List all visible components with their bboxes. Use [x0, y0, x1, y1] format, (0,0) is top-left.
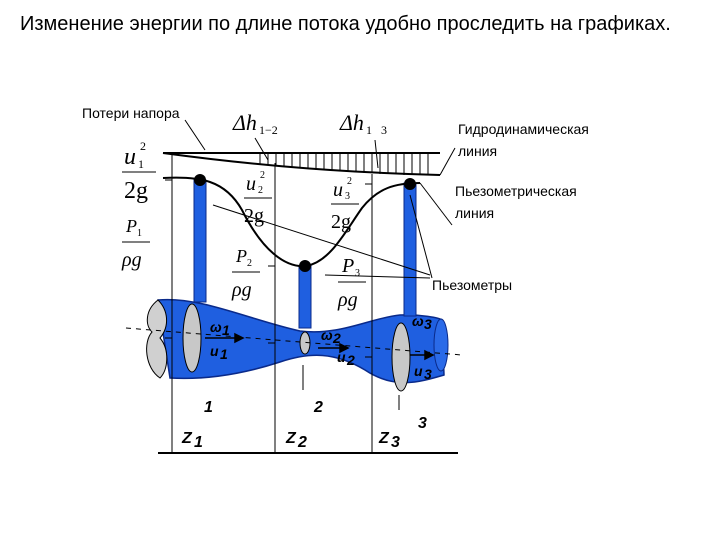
energy-point-3 — [404, 178, 416, 190]
z3-sub: 3 — [391, 434, 400, 451]
u2-label: u — [246, 173, 256, 195]
section-ellipse-3 — [391, 322, 411, 392]
u2-flow-sub: 2 — [346, 352, 355, 368]
two-g-1: 2g — [124, 178, 148, 204]
omega1-sub: 1 — [222, 322, 230, 338]
head-loss-label: Потери напора — [82, 105, 180, 121]
leader-lines — [184, 119, 456, 279]
u1-flow-sub: 1 — [220, 346, 228, 362]
u1-sq: 2 — [140, 139, 146, 153]
section-3-label: 3 — [418, 415, 427, 432]
rho-g-3: ρg — [337, 289, 358, 311]
p2-label: P — [235, 246, 247, 266]
section-2-label: 2 — [313, 399, 323, 416]
dh13-sub2: 3 — [381, 123, 387, 137]
rho-g-2: ρg — [231, 279, 252, 301]
energy-point-2 — [299, 260, 311, 272]
two-g-3: 2g — [331, 211, 351, 233]
omega2-sub: 2 — [332, 330, 341, 346]
two-g-2: 2g — [244, 205, 264, 227]
piezometer-1 — [193, 179, 207, 303]
hydrodynamic-label-1: Гидродинамическая — [458, 121, 589, 137]
piezometric-label-2: линия — [455, 205, 494, 221]
u2-sub: 2 — [258, 185, 263, 196]
piezometric-label-1: Пьезометрическая — [455, 183, 577, 199]
head-loss-hatching — [259, 153, 429, 175]
piezometers-label: Пьезометры — [432, 277, 512, 293]
p1-label: P — [125, 216, 137, 236]
dh12-label: Δh — [232, 110, 257, 135]
hydrodynamic-label-2: линия — [458, 143, 497, 159]
omega3-sub: 3 — [424, 316, 432, 332]
dh12-sub: 1−2 — [259, 123, 278, 137]
caption: Изменение энергии по длине потока удобно… — [20, 13, 671, 35]
u3-flow-label: u — [414, 363, 423, 379]
dh13-sub1: 1 — [366, 123, 372, 137]
u3-sub: 3 — [345, 191, 350, 202]
pipe-inlet — [146, 299, 168, 379]
omega1-label: ω — [210, 319, 222, 335]
u2-sq: 2 — [260, 170, 265, 181]
z1-label: Z — [181, 430, 193, 447]
rho-g-1: ρg — [121, 249, 142, 271]
u2-flow-label: u — [337, 349, 346, 365]
hydrodynamic-line — [162, 152, 441, 176]
piezometer-3 — [403, 182, 417, 317]
z2-sub: 2 — [297, 434, 307, 451]
p1-sub: 1 — [137, 228, 142, 239]
u1-flow-label: u — [210, 343, 219, 359]
p3-sub: 3 — [355, 268, 360, 279]
u3-sq: 2 — [347, 176, 352, 187]
omega3-label: ω — [412, 313, 424, 329]
p2-sub: 2 — [247, 258, 252, 269]
u3-label: u — [333, 179, 343, 201]
u1-sub: 1 — [138, 157, 144, 171]
z3-label: Z — [378, 430, 390, 447]
z2-label: Z — [285, 430, 297, 447]
dh13-label: Δh — [339, 110, 364, 135]
omega2-label: ω — [321, 327, 333, 343]
section-ellipse-1 — [182, 303, 202, 373]
energy-point-1 — [194, 174, 206, 186]
u3-flow-sub: 3 — [424, 366, 432, 382]
flow-arrows — [205, 332, 435, 361]
z1-sub: 1 — [194, 434, 203, 451]
dimension-lines — [165, 153, 373, 453]
p3-label: P — [341, 255, 354, 277]
piezometer-2 — [298, 265, 312, 329]
pipe-axis — [125, 327, 463, 356]
u1-label: u — [124, 144, 136, 170]
section-1-label: 1 — [204, 399, 213, 416]
pipe-outlet — [433, 318, 449, 372]
